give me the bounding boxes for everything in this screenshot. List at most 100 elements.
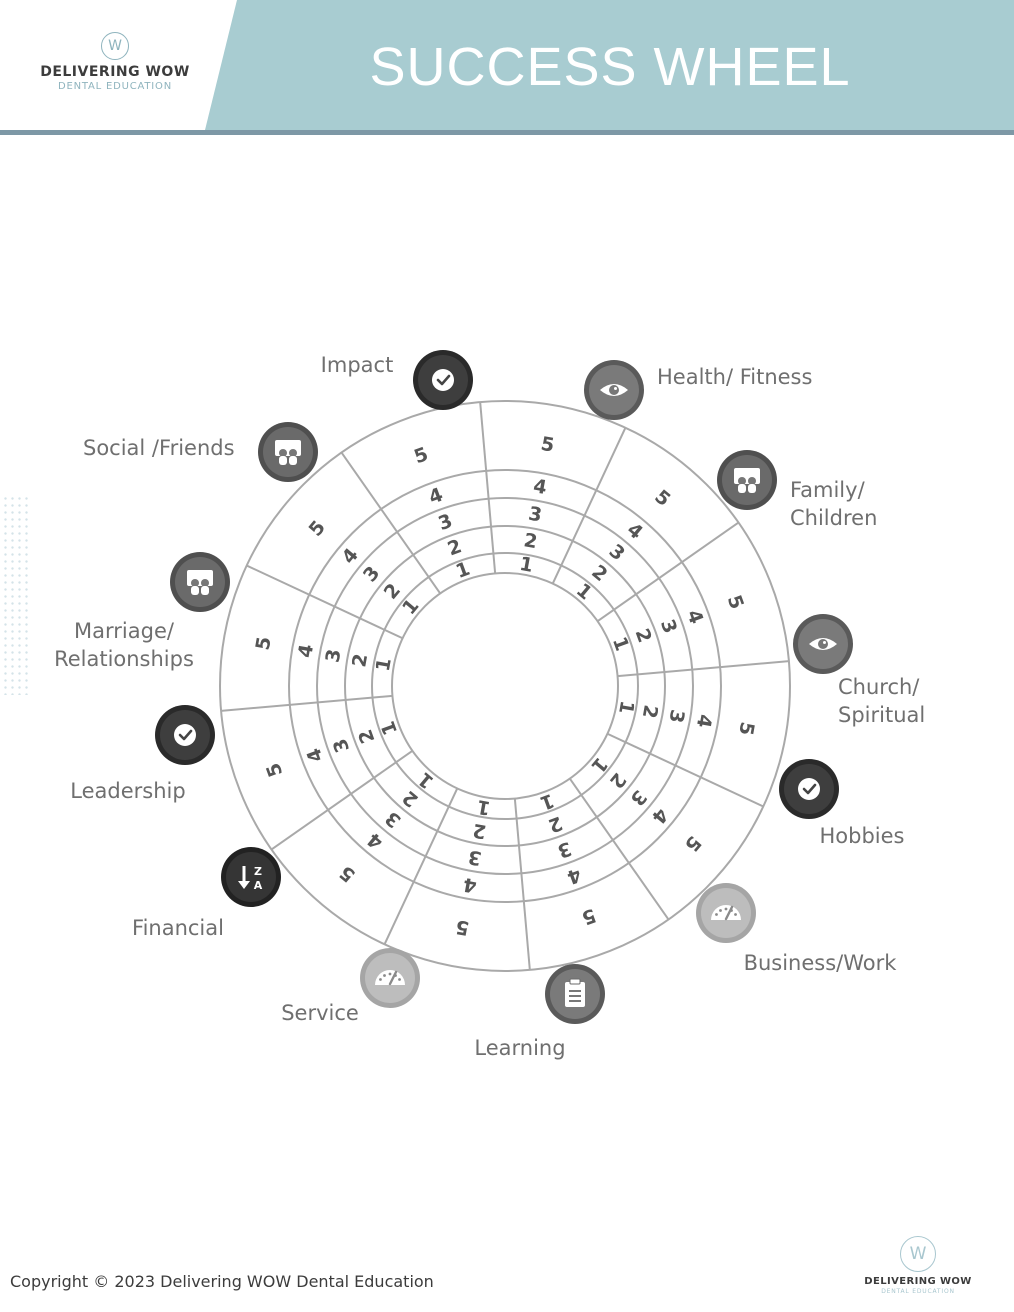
scale-number: 5 bbox=[539, 433, 556, 457]
scale-number: 3 bbox=[329, 736, 354, 756]
scale-number: 1 bbox=[614, 699, 638, 716]
scale-number: 3 bbox=[656, 617, 681, 637]
wheel-divider bbox=[596, 521, 740, 623]
scale-number: 5 bbox=[411, 443, 431, 468]
scale-number: 3 bbox=[605, 540, 629, 565]
wheel-divider bbox=[246, 564, 404, 640]
scale-number: 4 bbox=[623, 519, 647, 544]
svg-text:A: A bbox=[254, 879, 263, 892]
wheel-divider bbox=[270, 749, 414, 851]
scale-number: 2 bbox=[354, 726, 379, 746]
scale-number: 4 bbox=[426, 484, 446, 509]
scale-number: 4 bbox=[294, 642, 318, 659]
check-icon bbox=[174, 724, 196, 746]
category-label: Hobbies bbox=[820, 824, 905, 848]
scale-number: 1 bbox=[372, 656, 396, 673]
scale-number: 3 bbox=[359, 562, 384, 586]
scale-number: 4 bbox=[303, 745, 328, 765]
wheel-divider bbox=[340, 451, 442, 595]
wheel-divider bbox=[568, 777, 670, 921]
footer-logo-mark: W bbox=[900, 1236, 936, 1272]
presentation-icon bbox=[187, 570, 213, 595]
scale-number: 5 bbox=[579, 904, 599, 929]
logo-name: DELIVERING WOW bbox=[40, 64, 190, 80]
presentation-icon bbox=[734, 468, 760, 493]
wheel-ring-5 bbox=[288, 469, 722, 903]
scale-number: 5 bbox=[335, 861, 359, 886]
scale-number: 3 bbox=[322, 647, 346, 664]
clipboard-icon bbox=[565, 978, 585, 1007]
scale-number: 1 bbox=[537, 789, 557, 814]
scale-number: 5 bbox=[262, 760, 287, 780]
category-label: Family/Children bbox=[790, 478, 877, 530]
scale-number: 5 bbox=[305, 516, 330, 540]
scale-number: 3 bbox=[664, 708, 688, 725]
header-band bbox=[205, 0, 1014, 130]
wheel-divider bbox=[383, 787, 459, 945]
wheel-divider bbox=[617, 660, 790, 678]
category-label: Social /Friends bbox=[83, 436, 235, 460]
scale-number: 2 bbox=[545, 812, 565, 837]
wheel-divider bbox=[551, 427, 627, 585]
header-divider bbox=[0, 130, 1014, 135]
category-label: Health/ Fitness bbox=[657, 365, 812, 389]
category-badge-inner bbox=[226, 852, 276, 902]
scale-number: 3 bbox=[555, 837, 575, 862]
sort-za-icon: ZA bbox=[238, 865, 263, 892]
scale-number: 4 bbox=[338, 544, 363, 568]
scale-number: 5 bbox=[680, 831, 705, 855]
scale-number: 3 bbox=[626, 786, 651, 810]
gauge-icon bbox=[711, 905, 741, 921]
wheel-ring-1 bbox=[391, 572, 619, 800]
scale-number: 1 bbox=[377, 718, 402, 738]
scale-number: 2 bbox=[348, 652, 372, 669]
scale-number: 2 bbox=[445, 535, 465, 560]
eye-icon bbox=[809, 638, 837, 650]
wheel-ring-2 bbox=[371, 552, 639, 820]
scale-number: 4 bbox=[532, 475, 549, 499]
scale-number: 2 bbox=[471, 819, 488, 843]
category-label: Impact bbox=[321, 353, 394, 377]
scale-number: 1 bbox=[518, 553, 535, 577]
footer-logo-tagline: DENTAL EDUCATION bbox=[881, 1288, 955, 1295]
wheel-ring-3 bbox=[344, 525, 666, 847]
logo-tagline: DENTAL EDUCATION bbox=[57, 81, 172, 92]
scale-number: 5 bbox=[734, 720, 758, 737]
scale-number: 2 bbox=[522, 529, 539, 553]
gauge-icon bbox=[375, 970, 405, 986]
scale-number: 5 bbox=[252, 635, 276, 652]
check-icon bbox=[432, 369, 454, 391]
wheel-divider bbox=[513, 798, 531, 971]
scale-number: 3 bbox=[466, 845, 483, 869]
scale-number: 3 bbox=[527, 503, 544, 527]
footer-logo: W DELIVERING WOW DENTAL EDUCATION bbox=[858, 1236, 978, 1295]
check-icon bbox=[798, 778, 820, 800]
scale-number: 4 bbox=[692, 713, 716, 730]
category-label: Church/Spiritual bbox=[838, 675, 925, 727]
brand-logo: W DELIVERING WOW DENTAL EDUCATION bbox=[30, 32, 200, 92]
eye-icon bbox=[600, 384, 628, 396]
logo-mark: W bbox=[101, 32, 129, 60]
scale-number: 1 bbox=[475, 795, 492, 819]
scale-number: 1 bbox=[587, 753, 612, 777]
scale-number: 4 bbox=[564, 863, 584, 888]
scale-number: 4 bbox=[363, 828, 387, 853]
wheel-divider bbox=[606, 732, 764, 808]
scale-number: 1 bbox=[414, 768, 438, 793]
category-label: Service bbox=[281, 1001, 359, 1025]
decorative-dot-pattern bbox=[2, 495, 28, 695]
wheel-ring-4 bbox=[316, 497, 694, 875]
scale-number: 5 bbox=[454, 915, 471, 939]
footer-logo-name: DELIVERING WOW bbox=[864, 1276, 972, 1287]
category-label: Leadership bbox=[70, 779, 185, 803]
scale-number: 1 bbox=[453, 558, 473, 583]
category-label: Learning bbox=[474, 1036, 565, 1060]
svg-text:Z: Z bbox=[254, 865, 262, 878]
page-header: W DELIVERING WOW DENTAL EDUCATION SUCCES… bbox=[0, 0, 1014, 136]
category-label: Marriage/Relationships bbox=[54, 619, 194, 671]
presentation-icon bbox=[275, 440, 301, 465]
scale-number: 2 bbox=[638, 703, 662, 720]
wheel-divider bbox=[479, 401, 497, 574]
scale-number: 4 bbox=[461, 873, 478, 897]
